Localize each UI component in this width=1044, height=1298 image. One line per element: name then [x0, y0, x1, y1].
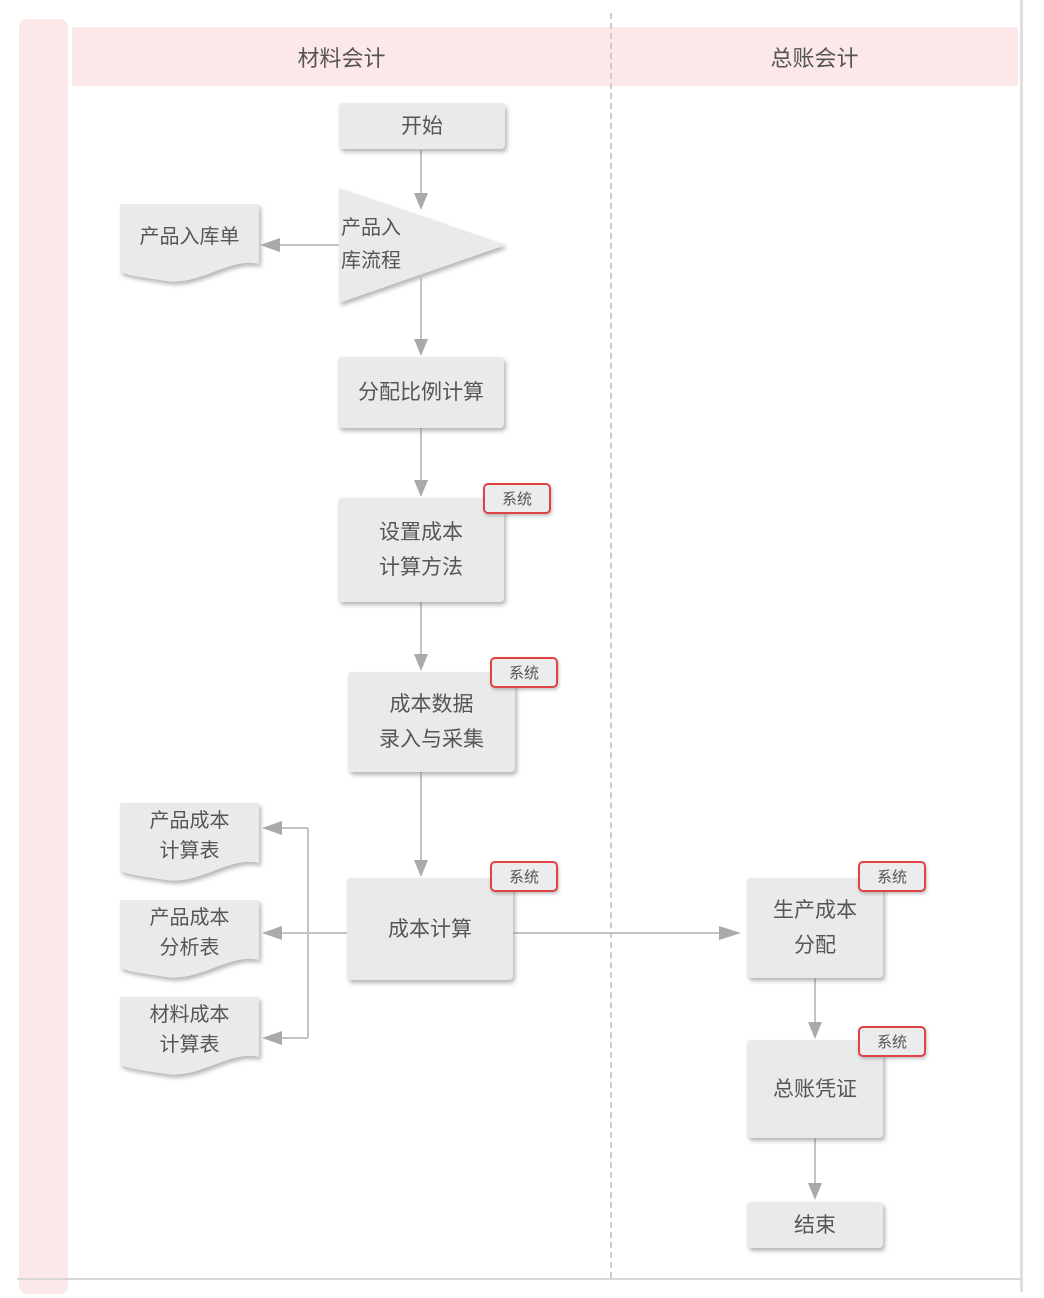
frame-bottom-border	[17, 1278, 1023, 1280]
lane-header-material-accounting: 材料会计	[72, 27, 611, 86]
system-badge-label: 系统	[508, 665, 539, 682]
node-cost-data-entry-label: 成本数据 录入与采集	[379, 693, 484, 751]
node-allocation-ratio: 分配比例计算	[338, 357, 504, 428]
arrowhead-start-to-process	[414, 193, 428, 210]
node-cost-calculation-label: 成本计算	[388, 917, 472, 941]
lane-rail	[19, 19, 68, 1294]
arrowhead-allocation-to-method	[414, 480, 428, 497]
arrowhead-calculation-to-analysis	[262, 926, 282, 940]
warehouse-receipt-document-shape	[120, 204, 259, 282]
document-product-cost-sheet-label: 产品成本 计算表	[149, 810, 230, 862]
node-cost-data-entry: 成本数据 录入与采集	[348, 672, 515, 772]
material-cost-sheet-document-shape	[120, 997, 259, 1075]
node-start: 开始	[339, 103, 505, 149]
system-badge-set-cost-method: 系统	[483, 483, 551, 514]
node-production-cost-allocation-label: 生产成本 分配	[773, 899, 857, 957]
node-warehouse-process-label: 产品入 库流程	[341, 217, 401, 272]
system-badge-production-cost-allocation: 系统	[858, 861, 926, 892]
node-set-cost-method-label: 设置成本 计算方法	[379, 521, 463, 579]
arrowhead-calculation-to-production	[719, 926, 741, 940]
document-warehouse-receipt: 产品入库单	[120, 204, 259, 270]
arrowhead-branch-to-cost-sheet	[262, 821, 282, 835]
node-warehouse-process-label-box: 产品入 库流程	[341, 212, 421, 278]
node-cost-calculation: 成本计算	[347, 878, 513, 980]
document-material-cost-sheet-label: 材料成本 计算表	[149, 1004, 230, 1056]
frame-right-border	[1020, 0, 1023, 1292]
document-material-cost-sheet: 材料成本 计算表	[120, 997, 259, 1063]
arrowhead-process-to-allocation	[414, 339, 428, 356]
node-set-cost-method: 设置成本 计算方法	[338, 498, 504, 602]
arrowhead-voucher-to-end	[808, 1183, 822, 1200]
document-product-cost-analysis-label: 产品成本 分析表	[149, 907, 230, 959]
system-badge-cost-data-entry: 系统	[490, 657, 558, 688]
system-badge-gl-voucher: 系统	[858, 1026, 926, 1057]
document-warehouse-receipt-label: 产品入库单	[139, 226, 240, 248]
system-badge-cost-calculation: 系统	[490, 861, 558, 892]
arrowhead-branch-to-material-sheet	[262, 1031, 282, 1045]
document-product-cost-sheet: 产品成本 计算表	[120, 803, 259, 869]
node-end: 结束	[747, 1202, 883, 1248]
system-badge-label: 系统	[508, 869, 539, 886]
warehouse-process-triangle-shape	[339, 188, 506, 303]
node-production-cost-allocation: 生产成本 分配	[747, 878, 883, 978]
system-badge-label: 系统	[876, 1034, 907, 1051]
document-product-cost-analysis: 产品成本 分析表	[120, 900, 259, 966]
product-cost-analysis-document-shape	[120, 900, 259, 978]
lane-header-general-ledger-accounting: 总账会计	[611, 27, 1018, 86]
lane-title-right: 总账会计	[770, 45, 859, 71]
arrowhead-production-to-voucher	[808, 1022, 822, 1039]
arrowhead-process-to-receipt	[260, 238, 280, 252]
arrowhead-entry-to-calculation	[414, 860, 428, 877]
node-gl-voucher-label: 总账凭证	[773, 1077, 857, 1101]
node-start-label: 开始	[401, 114, 443, 138]
lane-title-left: 材料会计	[297, 45, 386, 71]
node-allocation-ratio-label: 分配比例计算	[358, 381, 484, 404]
node-end-label: 结束	[794, 1213, 836, 1237]
product-cost-sheet-document-shape	[120, 803, 259, 881]
lane-divider-dashed-line	[610, 13, 612, 1278]
system-badge-label: 系统	[876, 869, 907, 886]
system-badge-label: 系统	[501, 491, 532, 508]
arrowhead-method-to-entry	[414, 654, 428, 671]
